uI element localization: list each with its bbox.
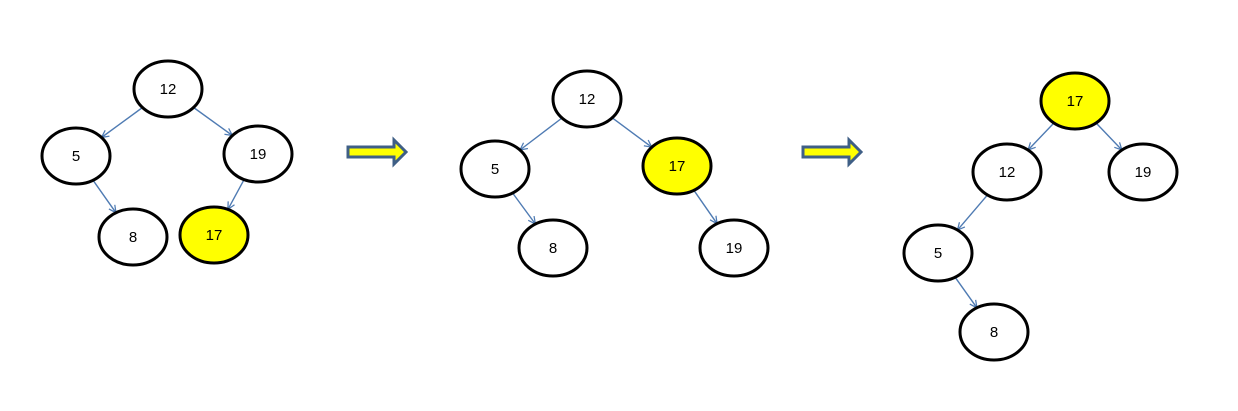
edge-arrow-17-to-19 bbox=[1095, 122, 1122, 150]
node-circle bbox=[517, 218, 589, 278]
node-circle bbox=[971, 142, 1043, 202]
edge-arrow-12-to-5 bbox=[520, 117, 563, 150]
node-label: 19 bbox=[1135, 164, 1152, 181]
tree-node: 19 bbox=[698, 218, 770, 278]
tree-node: 12 bbox=[132, 59, 204, 119]
node-circle bbox=[1039, 71, 1111, 131]
tree-node: 5 bbox=[40, 126, 112, 186]
edge-arrow-5-to-8 bbox=[512, 192, 536, 224]
tree-2: 12 5 17 8 19 bbox=[459, 69, 770, 278]
node-circle bbox=[97, 207, 169, 267]
highlighted-node: 17 bbox=[178, 205, 250, 265]
tree-node: 5 bbox=[902, 223, 974, 283]
node-label: 12 bbox=[999, 164, 1016, 181]
node-label: 17 bbox=[669, 158, 686, 175]
node-circle bbox=[178, 205, 250, 265]
edge-arrow-12-to-19 bbox=[193, 106, 233, 136]
edge-arrow-12-to-5 bbox=[102, 106, 143, 138]
node-label: 12 bbox=[579, 91, 596, 108]
node-label: 12 bbox=[160, 81, 177, 98]
edge-arrow-5-to-8 bbox=[92, 179, 116, 213]
node-circle bbox=[1107, 142, 1179, 202]
tree-3: 17 12 19 5 8 bbox=[902, 71, 1179, 362]
tree-node: 19 bbox=[1107, 142, 1179, 202]
edge-arrow-17-to-12 bbox=[1028, 122, 1055, 150]
node-label: 5 bbox=[72, 148, 80, 165]
tree-node: 12 bbox=[551, 69, 623, 129]
node-circle bbox=[958, 302, 1030, 362]
node-circle bbox=[222, 124, 294, 184]
node-label: 8 bbox=[129, 229, 137, 246]
edge-arrow-5-to-8 bbox=[954, 276, 977, 308]
step-arrow-1-icon bbox=[346, 136, 409, 168]
node-label: 8 bbox=[990, 324, 998, 341]
highlighted-node: 17 bbox=[1039, 71, 1111, 131]
step-arrow-2-icon bbox=[801, 136, 864, 168]
tree-node: 8 bbox=[517, 218, 589, 278]
node-circle bbox=[551, 69, 623, 129]
node-label: 8 bbox=[549, 240, 557, 257]
tree-node: 5 bbox=[459, 139, 531, 199]
node-label: 17 bbox=[206, 227, 223, 244]
tree-node: 8 bbox=[97, 207, 169, 267]
edge-arrow-17-to-19 bbox=[693, 189, 717, 223]
node-circle bbox=[641, 136, 713, 196]
tree-node: 8 bbox=[958, 302, 1030, 362]
node-circle bbox=[459, 139, 531, 199]
node-circle bbox=[40, 126, 112, 186]
node-label: 19 bbox=[726, 240, 743, 257]
tree-1: 12 5 19 8 17 bbox=[40, 59, 294, 267]
tree-node: 19 bbox=[222, 124, 294, 184]
edge-arrow-12-to-5 bbox=[958, 194, 989, 230]
node-label: 5 bbox=[934, 245, 942, 262]
tree-node: 12 bbox=[971, 142, 1043, 202]
node-circle bbox=[132, 59, 204, 119]
node-label: 5 bbox=[491, 161, 499, 178]
edge-arrow-12-to-17 bbox=[611, 117, 652, 147]
node-circle bbox=[902, 223, 974, 283]
node-label: 19 bbox=[250, 146, 267, 163]
edge-arrow-19-to-17 bbox=[228, 179, 245, 210]
highlighted-node: 17 bbox=[641, 136, 713, 196]
node-circle bbox=[698, 218, 770, 278]
node-label: 17 bbox=[1067, 93, 1084, 110]
